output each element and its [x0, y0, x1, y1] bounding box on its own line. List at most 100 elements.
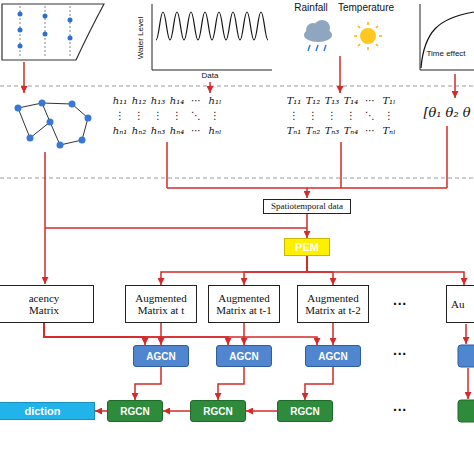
matrix-cell: T₁₁	[287, 96, 302, 106]
flow-connector	[243, 323, 245, 345]
water-level-curve	[156, 12, 268, 40]
flow-connector	[163, 410, 190, 412]
node-text: Augmented Matrix at t	[128, 292, 194, 316]
matrix-cell: T₁₂	[306, 96, 321, 106]
matrix-cell: ⋮	[134, 111, 144, 121]
flow-connector	[305, 367, 333, 400]
axis-label: Data	[202, 72, 219, 80]
axis-label: Time effect	[426, 50, 465, 58]
matrix-cell: ⋱	[365, 111, 375, 121]
flow-connector	[160, 323, 162, 345]
flow-connector	[246, 410, 277, 412]
monitor-point	[18, 28, 23, 33]
node-text: PEM	[295, 241, 319, 253]
node-text: RGCN	[290, 406, 319, 417]
rain-drop	[324, 45, 326, 51]
monitor-line	[70, 6, 71, 58]
gcn-box: AGCN	[305, 345, 361, 367]
matrix-cell: Tₙₗ	[382, 126, 395, 136]
flow-arrow	[44, 152, 46, 284]
matrix-box: acency Matrix	[0, 285, 94, 323]
matrix-cell: ⋯	[191, 96, 201, 106]
flow-connector	[44, 323, 145, 345]
matrix-box: Augmented Matrix at t-1	[208, 285, 280, 323]
matrix-cell: ⋮	[115, 111, 125, 121]
matrix-cell: Tₙ₃	[325, 126, 340, 136]
gcn-box: RGCN	[107, 400, 163, 422]
cloud-icon	[314, 20, 330, 36]
node-text: Augmented Matrix at t-1	[211, 292, 277, 316]
matrix-cell: ⋱	[191, 111, 201, 121]
node-text: Spatiotemporal data	[271, 202, 343, 212]
chart-axis	[152, 4, 153, 70]
ellipsis: ···	[393, 297, 407, 311]
rain-drop	[316, 45, 318, 51]
flow-arrow	[465, 324, 467, 344]
chart-axis	[420, 4, 421, 70]
monitor-point	[68, 18, 73, 23]
node-text: AGCN	[229, 351, 258, 362]
flow-arrow	[339, 56, 341, 93]
gcn-box: RGCN	[277, 400, 333, 422]
chart-axis	[420, 70, 474, 71]
matrix-cell: hₙ₂	[132, 126, 147, 136]
matrix-cell: h₁₁	[113, 96, 127, 106]
parameter-vector: [θ₁ θ₂ θ	[423, 106, 470, 119]
flow-connector	[307, 256, 333, 285]
flow-arrow	[209, 82, 211, 93]
ellipsis: ···	[393, 347, 407, 361]
matrix-cell: hₙₗ	[209, 126, 222, 136]
sun-rays	[354, 22, 382, 50]
matrix-cell: hₙ₁	[113, 126, 128, 136]
chart-axis	[152, 70, 272, 71]
matrix-cell: ⋮	[346, 111, 356, 121]
matrix-cell: ⋮	[172, 111, 182, 121]
dam-section	[2, 4, 104, 60]
matrix-cell: T₁₃	[325, 96, 340, 106]
node-text: AGCN	[146, 351, 175, 362]
agcn-partial	[458, 345, 474, 367]
factor-label: Rainfall	[294, 3, 327, 13]
process-box: PEM	[284, 238, 330, 256]
gcn-box: AGCN	[133, 345, 189, 367]
gcn-box: AGCN	[216, 345, 272, 367]
matrix-cell: ⋮	[327, 111, 337, 121]
dashed-separator	[0, 178, 474, 179]
monitor-point	[68, 36, 73, 41]
flow-connector	[218, 367, 244, 400]
matrix-cell: h₁₂	[132, 96, 146, 106]
matrix-box: Augmented Matrix at t	[125, 285, 197, 323]
flow-arrow	[23, 62, 25, 93]
flow-connector	[306, 214, 308, 238]
flow-arrow	[454, 74, 456, 98]
flow-connector	[244, 256, 307, 285]
matrix-cell: h₁ₗ	[209, 96, 222, 106]
matrix-cell: Tₙ₄	[344, 126, 359, 136]
matrix-cell: h₁₄	[170, 96, 184, 106]
factor-label: Temperature	[338, 3, 394, 13]
time-effect-curve	[421, 12, 474, 68]
ellipsis: ···	[393, 403, 407, 417]
merge-lines	[45, 126, 447, 228]
node-text: Au	[451, 298, 464, 310]
dashed-separator	[0, 86, 474, 87]
monitor-point	[43, 14, 48, 19]
matrix-cell: T₁ₗ	[382, 96, 395, 106]
axis-label: Water Level	[137, 17, 145, 59]
output-box: diction	[0, 402, 95, 420]
flow-connector	[135, 367, 161, 400]
matrix-box: Augmented Matrix at t-2	[297, 285, 369, 323]
monitor-point	[18, 12, 23, 17]
data-box: Spatiotemporal data	[263, 199, 351, 214]
rain-drop	[308, 45, 310, 51]
monitor-point	[43, 32, 48, 37]
node-text: Augmented Matrix at t-2	[300, 292, 366, 316]
matrix-box: Au	[446, 285, 474, 323]
matrix-cell: ⋮	[308, 111, 318, 121]
matrix-cell: ⋯	[191, 126, 201, 136]
matrix-cell: ⋮	[210, 111, 220, 121]
monitor-point	[18, 44, 23, 49]
